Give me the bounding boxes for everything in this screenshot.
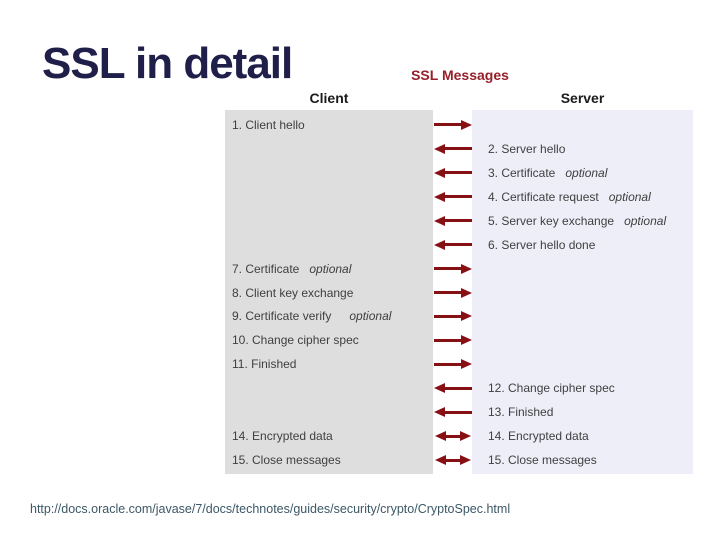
arrow-cell — [433, 328, 472, 352]
client-message-cell: 11. Finished — [225, 352, 433, 376]
server-message-cell — [472, 328, 693, 352]
arrow-cell — [433, 137, 472, 161]
arrow-right-icon — [433, 263, 472, 274]
arrow-cell — [433, 185, 472, 209]
arrow-right-icon — [433, 311, 472, 322]
client-message-cell: 15. Close messages — [225, 448, 433, 472]
arrow-cell — [433, 376, 472, 400]
server-message-cell: 15. Close messages — [472, 448, 693, 472]
server-message-cell: 13. Finished — [472, 400, 693, 424]
arrow-cell — [433, 305, 472, 329]
diagram-title: SSL Messages — [411, 67, 509, 83]
server-message-cell — [472, 352, 693, 376]
server-message-cell — [472, 305, 693, 329]
arrow-cell — [433, 424, 472, 448]
client-message-label: 15. Close messages — [232, 453, 341, 468]
server-message-cell — [472, 281, 693, 305]
client-message-cell: 7. Certificate optional — [225, 257, 433, 281]
arrow-left-icon — [433, 407, 472, 418]
arrow-cell — [433, 281, 472, 305]
client-message-label: 8. Client key exchange — [232, 285, 354, 300]
client-message-cell — [225, 233, 433, 257]
arrow-both-icon — [434, 431, 471, 442]
client-message-label: 10. Change cipher spec — [232, 333, 359, 348]
arrow-left-icon — [433, 143, 472, 154]
arrow-right-icon — [433, 287, 472, 298]
arrow-cell — [433, 352, 472, 376]
server-message-label: 4. Certificate request — [488, 189, 599, 204]
arrow-left-icon — [433, 239, 472, 250]
server-message-cell: 3. Certificate optional — [472, 161, 693, 185]
optional-label: optional — [608, 189, 651, 204]
optional-label: optional — [565, 165, 608, 180]
client-message-label: 11. Finished — [232, 357, 297, 372]
client-message-label: 14. Encrypted data — [232, 429, 333, 444]
arrow-cell — [433, 257, 472, 281]
arrow-left-icon — [433, 191, 472, 202]
arrow-right-icon — [433, 359, 472, 370]
client-message-cell — [225, 209, 433, 233]
client-message-cell: 10. Change cipher spec — [225, 328, 433, 352]
arrow-cell — [433, 448, 472, 472]
client-message-cell — [225, 376, 433, 400]
server-column-header: Server — [560, 90, 605, 106]
arrow-right-icon — [433, 119, 472, 130]
server-message-label: 15. Close messages — [488, 453, 597, 468]
client-message-cell: 14. Encrypted data — [225, 424, 433, 448]
server-message-label: 3. Certificate — [488, 165, 556, 180]
arrow-cell — [433, 233, 472, 257]
arrow-cell — [433, 161, 472, 185]
server-message-cell — [472, 257, 693, 281]
client-message-label: 9. Certificate verify — [232, 309, 332, 324]
arrow-right-icon — [433, 335, 472, 346]
arrow-left-icon — [433, 215, 472, 226]
arrow-cell — [433, 400, 472, 424]
server-message-cell: 2. Server hello — [472, 137, 693, 161]
client-message-cell — [225, 185, 433, 209]
optional-label: optional — [624, 213, 667, 228]
server-message-cell: 14. Encrypted data — [472, 424, 693, 448]
client-message-cell — [225, 161, 433, 185]
server-message-label: 5. Server key exchange — [488, 213, 615, 228]
arrow-cell — [433, 113, 472, 137]
arrow-both-icon — [434, 455, 471, 466]
server-message-label: 13. Finished — [488, 405, 554, 420]
server-message-label: 2. Server hello — [488, 141, 566, 156]
server-message-label: 12. Change cipher spec — [488, 381, 615, 396]
arrow-left-icon — [433, 167, 472, 178]
server-message-label: 6. Server hello done — [488, 237, 596, 252]
client-message-label: 1. Client hello — [232, 117, 305, 132]
client-message-cell: 1. Client hello — [225, 113, 433, 137]
arrow-left-icon — [433, 383, 472, 394]
optional-label: optional — [309, 261, 352, 276]
server-message-cell: 12. Change cipher spec — [472, 376, 693, 400]
client-message-cell: 9. Certificate verify optional — [225, 305, 433, 329]
server-message-cell: 6. Server hello done — [472, 233, 693, 257]
server-message-cell: 5. Server key exchange optional — [472, 209, 693, 233]
page-title: SSL in detail — [42, 39, 293, 88]
footer-url-link[interactable]: http://docs.oracle.com/javase/7/docs/tec… — [30, 502, 511, 516]
client-message-label: 7. Certificate — [232, 261, 300, 276]
server-message-cell — [472, 113, 693, 137]
client-column-header: Client — [309, 90, 349, 106]
optional-label: optional — [349, 309, 392, 324]
arrow-cell — [433, 209, 472, 233]
client-message-cell — [225, 137, 433, 161]
arrow-lane — [433, 110, 472, 474]
server-message-label: 14. Encrypted data — [488, 429, 589, 444]
client-message-cell — [225, 400, 433, 424]
client-message-cell: 8. Client key exchange — [225, 281, 433, 305]
client-panel: 1. Client hello 7. Certificate optional 8. … — [225, 110, 433, 474]
server-message-cell: 4. Certificate request optional — [472, 185, 693, 209]
